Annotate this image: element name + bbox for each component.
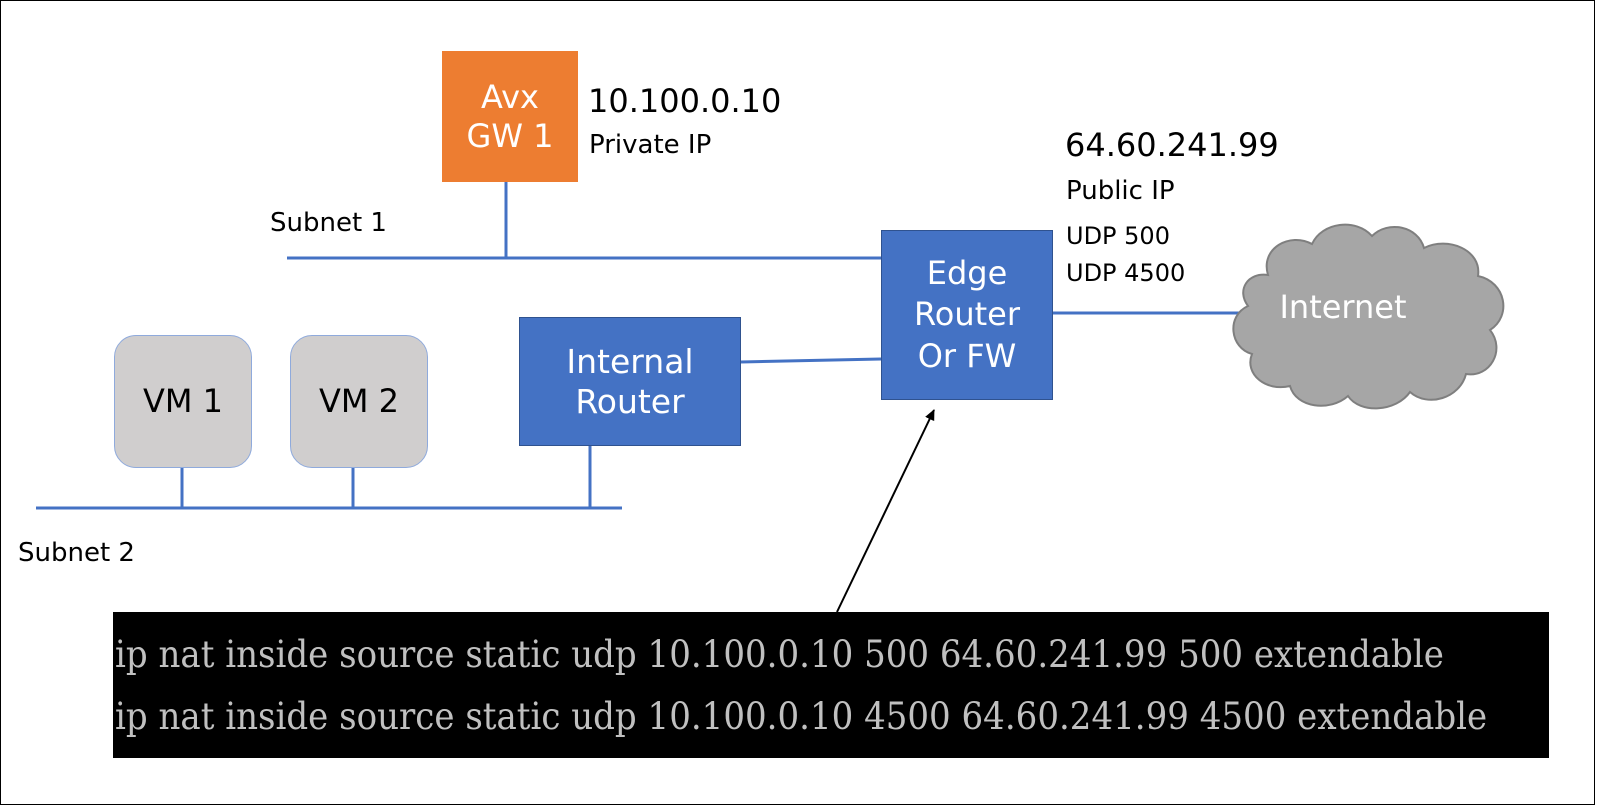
edge-router-label-line3: Or FW: [917, 336, 1017, 375]
internet-cloud-icon: [1232, 223, 1505, 410]
edge-port-udp500: UDP 500: [1066, 222, 1170, 250]
edge-port-udp4500: UDP 4500: [1066, 259, 1186, 287]
internal-router-label-line1: Internal: [566, 341, 694, 381]
edge-ip-type: Public IP: [1066, 176, 1175, 206]
avx-gateway-box: Avx GW 1: [442, 51, 578, 182]
nat-config-line-1: ip nat inside source static udp 10.100.0…: [115, 633, 1444, 676]
edge-router-box: Edge Router Or FW: [881, 230, 1053, 400]
vm1-label: VM 1: [142, 382, 224, 421]
nat-config-terminal: ip nat inside source static udp 10.100.0…: [113, 612, 1549, 758]
internal-edge-link: [740, 357, 882, 364]
vm1-box: VM 1: [114, 335, 252, 468]
edge-ip-address: 64.60.241.99: [1065, 126, 1279, 164]
nat-arrow: [836, 409, 935, 613]
avx-gateway-label-line2: GW 1: [466, 116, 554, 155]
internet-label: Internet: [1279, 288, 1407, 326]
avx-ip-type: Private IP: [589, 130, 712, 160]
nat-config-line-2: ip nat inside source static udp 10.100.0…: [115, 695, 1488, 738]
edge-router-label-line2: Router: [913, 295, 1021, 334]
internal-router-label-line2: Router: [575, 381, 685, 421]
subnet2-label: Subnet 2: [18, 538, 135, 568]
vm2-box: VM 2: [290, 335, 428, 468]
subnet1-label: Subnet 1: [270, 208, 387, 238]
vm2-label: VM 2: [318, 382, 400, 421]
avx-ip-address: 10.100.0.10: [588, 82, 782, 120]
avx-gateway-label-line1: Avx: [481, 78, 539, 117]
edge-router-label-line1: Edge: [926, 253, 1008, 292]
internal-router-box: Internal Router: [519, 317, 741, 446]
